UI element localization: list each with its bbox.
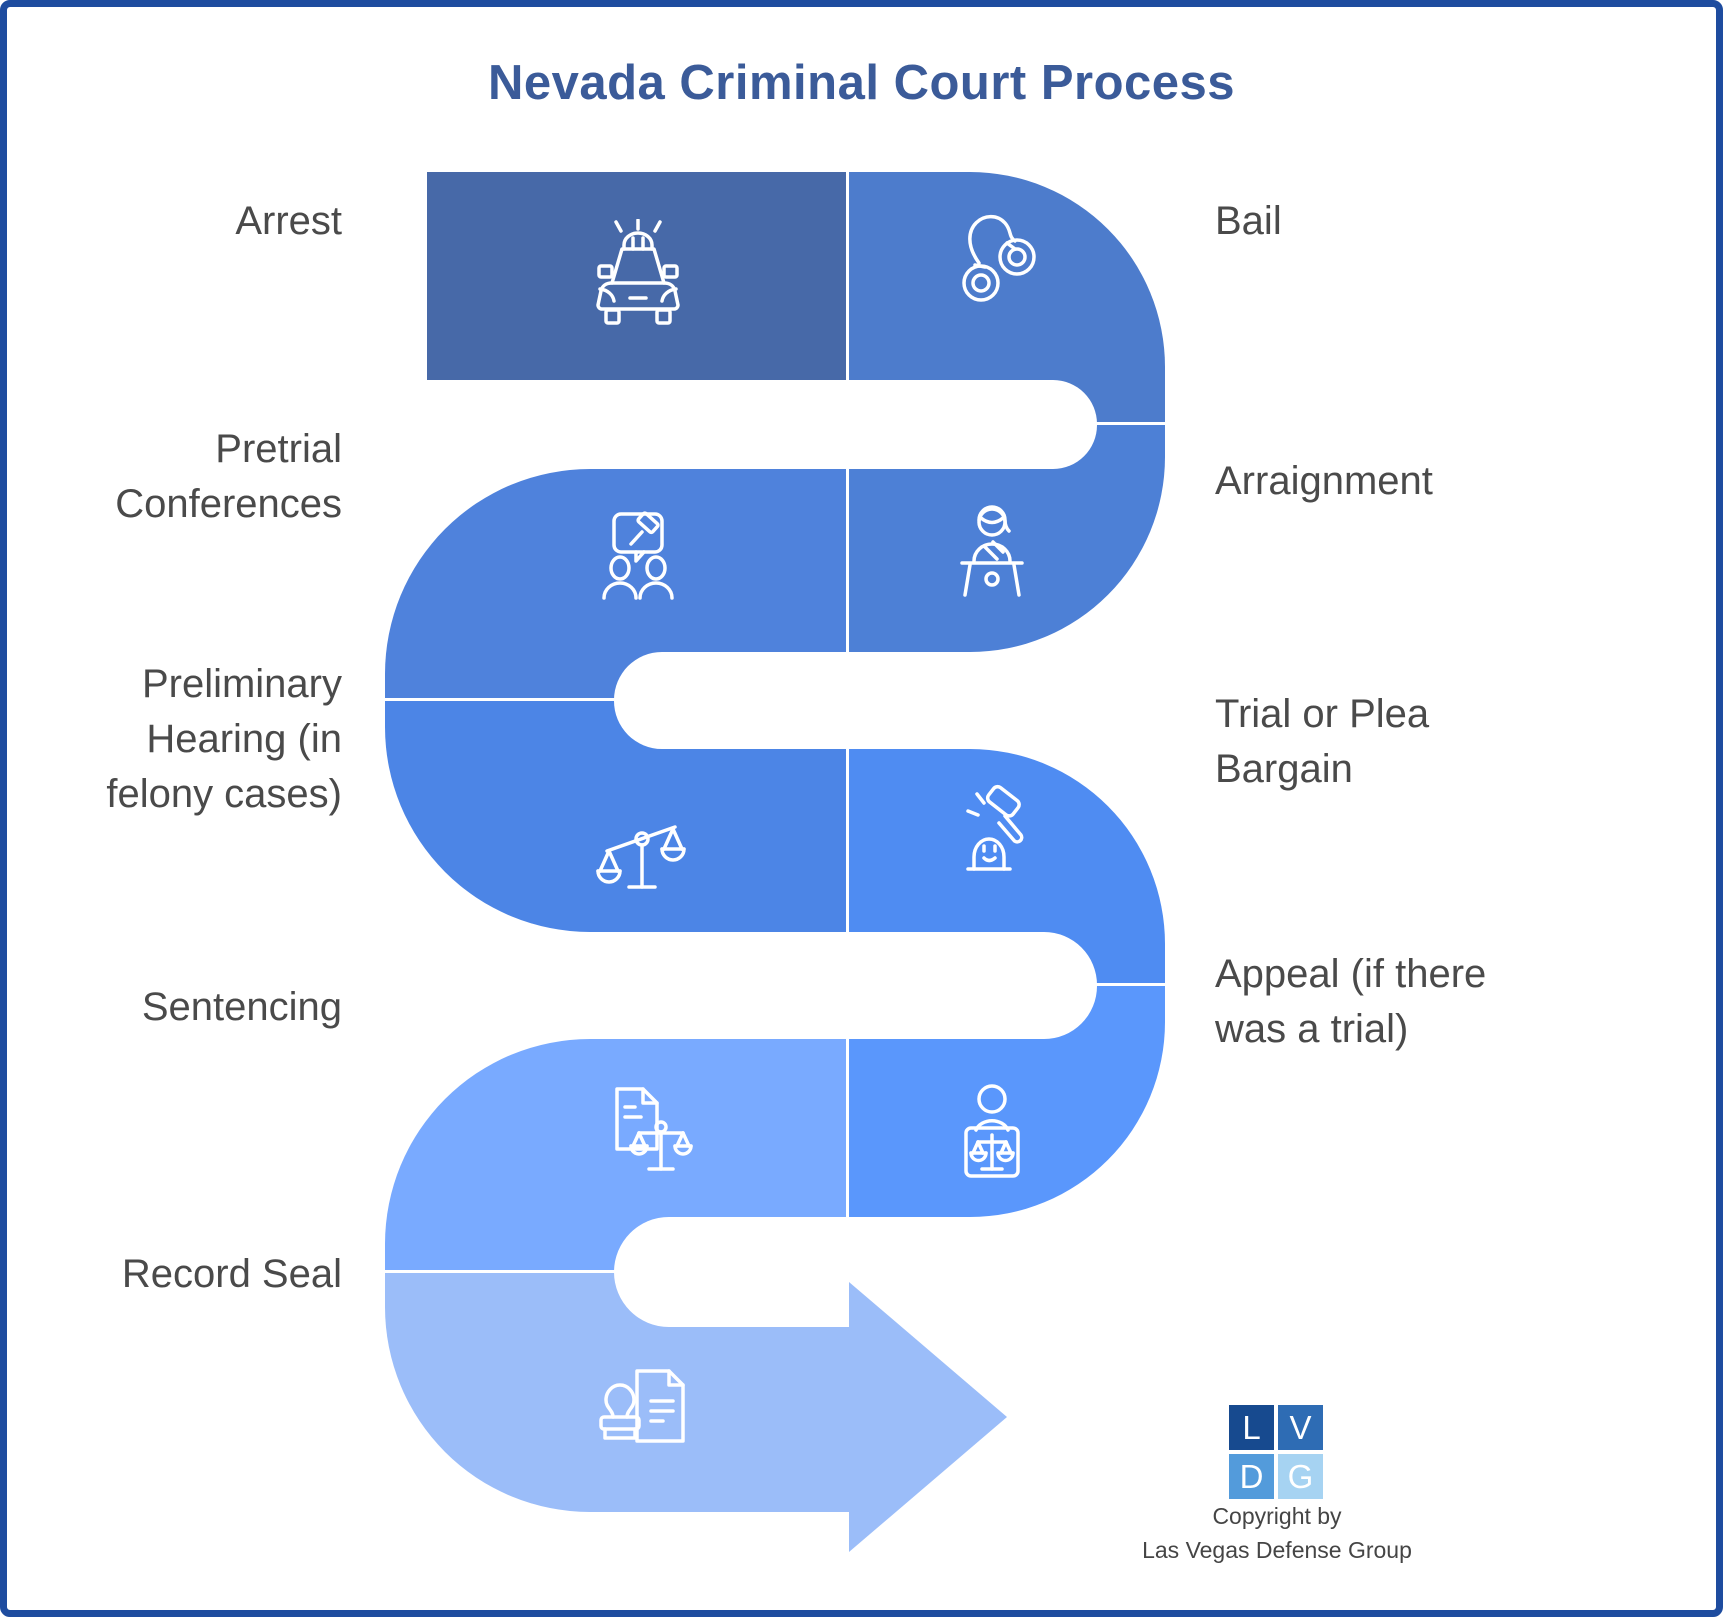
label-line: Arrest [235,199,342,243]
stamp-document-icon [587,1355,707,1475]
lvdg-logo: L V D G [1229,1405,1323,1499]
divider-arrest-bail [846,172,849,380]
document-scales-icon [587,1071,707,1191]
police-car-icon [578,218,698,339]
stamp-document-icon-svg [599,1369,685,1443]
person-scales-icon [932,1071,1052,1191]
label-line: Record Seal [121,1252,342,1296]
label-record-seal: Record Seal [22,1247,342,1302]
label-sentencing: Sentencing [22,980,342,1035]
label-line: Appeal (if there [1215,952,1487,996]
label-line: Conferences [115,482,342,526]
label-pretrial-conferences: Pretrial Conferences [22,422,342,532]
gavel-strike-icon [932,775,1052,895]
handcuffs-icon-svg [962,214,1036,302]
divider-bail-arraignment [849,422,1165,425]
label-line: Bail [1215,199,1282,243]
copyright-line-2: Las Vegas Defense Group [1142,1537,1412,1563]
divider-preliminary-trial [846,749,849,932]
label-line: Pretrial [215,427,342,471]
discussion-gavel-icon-svg [602,511,674,600]
label-line: was a trial) [1215,1007,1409,1051]
divider-sentencing-recordseal [385,1270,849,1273]
label-line: Hearing (in [146,717,342,761]
label-bail: Bail [1215,194,1615,249]
label-line: Preliminary [141,662,342,706]
label-line: Sentencing [141,985,342,1029]
label-line: felony cases) [106,772,342,816]
page-title: Nevada Criminal Court Process [487,56,1236,110]
label-appeal: Appeal (if there was a trial) [1215,947,1615,1057]
label-line: Trial or Plea [1215,692,1430,736]
person-scales-icon-svg [964,1084,1020,1178]
police-car-icon-svg [596,218,680,325]
label-line: Bargain [1215,747,1353,791]
divider-pretrial-preliminary [385,698,849,701]
speaker-podium-icon [932,495,1052,615]
speaker-podium-icon-svg [960,505,1024,597]
divider-sentencing-appeal [846,1039,849,1217]
label-trial-or-plea-bargain: Trial or Plea Bargain [1215,687,1615,797]
balance-scales-icon [581,787,701,907]
logo-square-l: L [1229,1405,1274,1450]
label-arraignment: Arraignment [1215,454,1615,509]
copyright-line-1: Copyright by [1212,1503,1342,1529]
logo-square-g: G [1278,1454,1323,1499]
document-scales-icon-svg [615,1087,693,1171]
label-preliminary-hearing: Preliminary Hearing (in felony cases) [22,657,342,822]
gavel-strike-icon-svg [966,784,1024,871]
divider-pretrial-arraignment [846,469,849,652]
logo-square-v: V [1278,1405,1323,1450]
logo-square-d: D [1229,1454,1274,1499]
copyright-text: Copyright by Las Vegas Defense Group [1047,1499,1507,1567]
segment-arrest [427,172,849,380]
discussion-gavel-icon [578,500,698,620]
handcuffs-icon [937,205,1057,325]
balance-scales-icon-svg [596,825,686,889]
label-arrest: Arrest [22,194,342,249]
label-line: Arraignment [1215,459,1433,503]
divider-trial-appeal [849,983,1165,986]
